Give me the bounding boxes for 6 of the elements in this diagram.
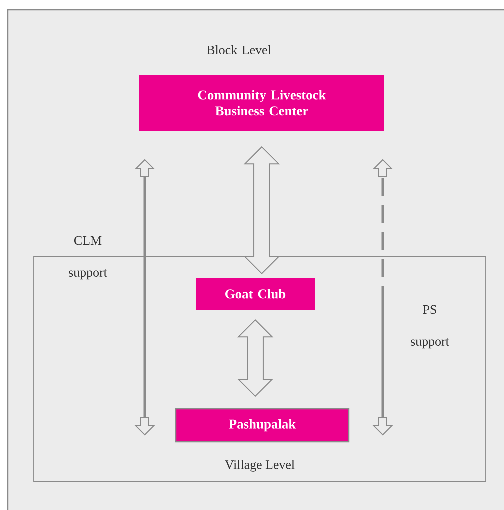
- side-label: CLM support: [69, 236, 108, 280]
- side-label: PS support: [411, 305, 450, 349]
- level-label: Block Level: [207, 45, 272, 55]
- process-box: Community Livestock Business Center: [140, 75, 384, 131]
- process-box: Pashupalak: [175, 408, 350, 443]
- process-box: Goat Club: [196, 278, 315, 310]
